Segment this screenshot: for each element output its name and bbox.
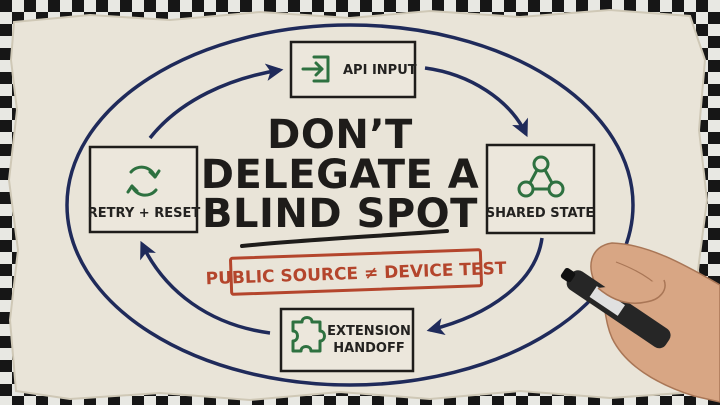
extension-handoff-line2: HANDOFF	[333, 341, 404, 356]
hand-with-marker	[560, 242, 720, 403]
node-retry-reset: RETRY + RESET	[88, 145, 201, 234]
shared-state-label: SHARED STATE	[486, 206, 595, 221]
login-arrow-icon	[301, 55, 330, 83]
title-line-3: BLIND SPOT	[202, 191, 478, 237]
api-input-label: API INPUT	[343, 63, 417, 78]
network-triangle-icon	[517, 155, 565, 198]
node-shared-state: SHARED STATE	[486, 143, 596, 235]
arrow-shared-to-extension	[426, 237, 544, 336]
loop-ellipse	[65, 23, 635, 387]
arrow-retry-to-api	[148, 63, 284, 140]
thumb	[597, 279, 666, 304]
arrow-api-to-shared	[424, 66, 528, 138]
node-extension-handoff: EXTENSION HANDOFF	[279, 307, 415, 373]
retry-reset-label: RETRY + RESET	[88, 206, 201, 221]
puzzle-piece-icon	[291, 316, 326, 353]
title-line-2: DELEGATE A	[201, 152, 480, 198]
title-line-1: DON’T	[267, 112, 413, 158]
title-underline	[240, 229, 449, 248]
marker-pen	[560, 267, 671, 349]
arrow-extension-to-retry	[140, 240, 271, 335]
node-api-input: API INPUT	[289, 40, 417, 99]
extension-handoff-line1: EXTENSION	[327, 324, 411, 339]
refresh-cycle-icon	[126, 165, 161, 197]
